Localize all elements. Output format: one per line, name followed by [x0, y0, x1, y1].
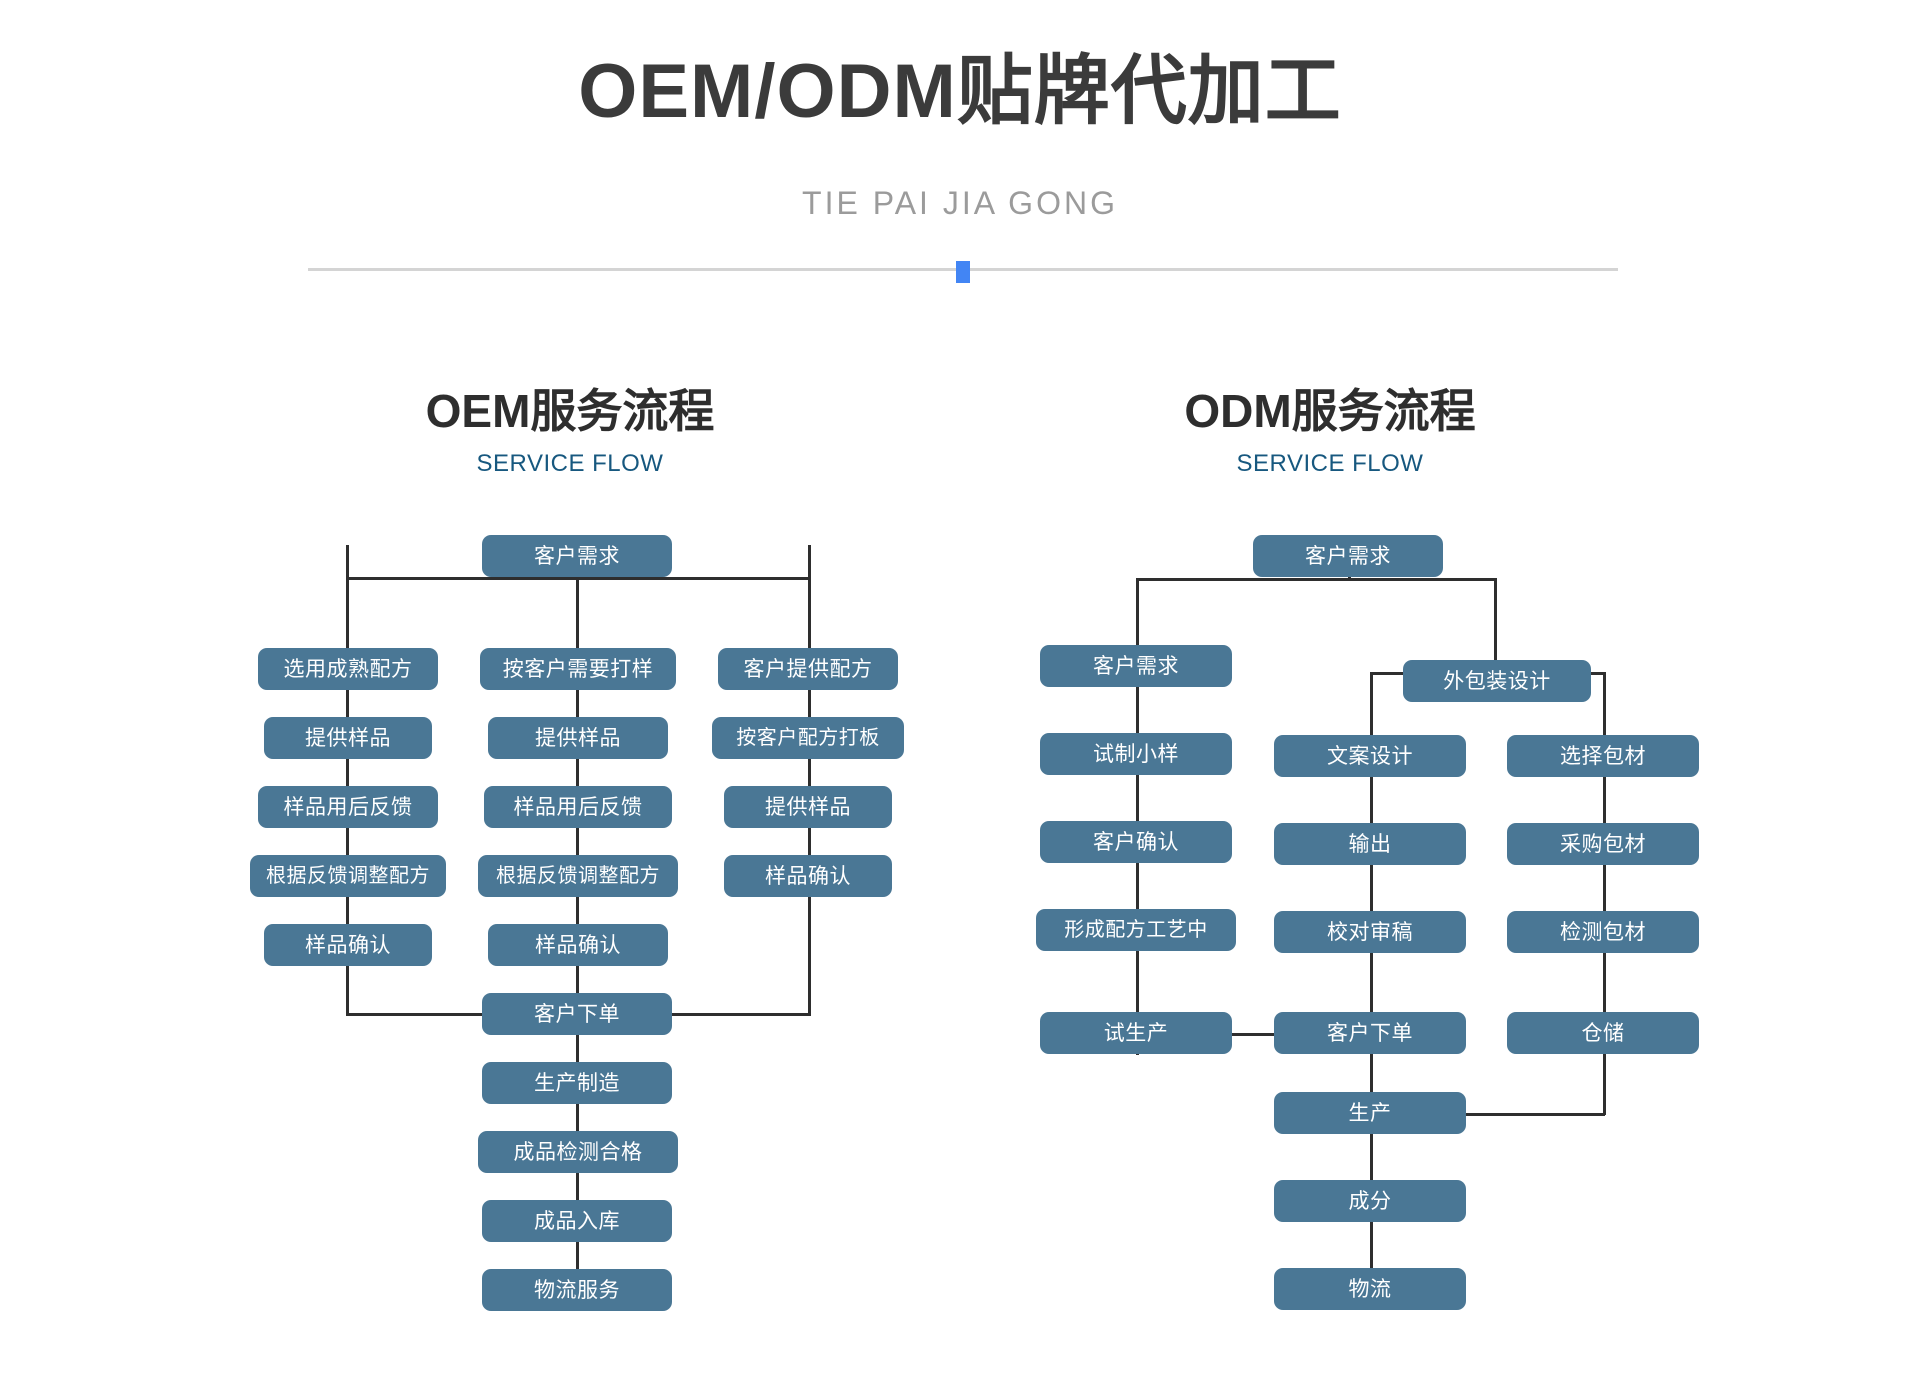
- odm-connector: [1494, 578, 1497, 668]
- odm-connector: [1603, 672, 1606, 747]
- oem-node-tail-0[interactable]: 生产制造: [482, 1062, 672, 1104]
- odm-connector: [1450, 1113, 1605, 1116]
- odm-node-root[interactable]: 客户需求: [1253, 535, 1443, 577]
- odm-node-tail-0[interactable]: 生产: [1274, 1092, 1466, 1134]
- oem-node-tail-3[interactable]: 物流服务: [482, 1269, 672, 1311]
- oem-node-left-4[interactable]: 样品确认: [264, 924, 432, 966]
- odm-node-left-0[interactable]: 客户需求: [1040, 645, 1232, 687]
- odm-node-center-0[interactable]: 文案设计: [1274, 735, 1466, 777]
- oem-node-left-0[interactable]: 选用成熟配方: [258, 648, 438, 690]
- odm-node-center-3[interactable]: 客户下单: [1274, 1012, 1466, 1054]
- odm-section-subtitle: SERVICE FLOW: [1236, 450, 1424, 477]
- oem-node-right-2[interactable]: 提供样品: [724, 786, 892, 828]
- oem-node-center-3[interactable]: 根据反馈调整配方: [478, 855, 678, 897]
- oem-section-subtitle: SERVICE FLOW: [476, 450, 664, 477]
- header-divider-marker: [956, 261, 970, 283]
- oem-node-root[interactable]: 客户需求: [482, 535, 672, 577]
- oem-flowchart: 客户需求 选用成熟配方 提供样品 样品用后反馈 根据反馈调整配方 样品确认 按客…: [250, 535, 904, 1311]
- oem-node-merge[interactable]: 客户下单: [482, 993, 672, 1035]
- oem-node-center-1[interactable]: 提供样品: [488, 717, 668, 759]
- odm-connector: [1136, 578, 1496, 581]
- oem-node-right-1[interactable]: 按客户配方打板: [712, 717, 904, 759]
- oem-node-right-0[interactable]: 客户提供配方: [718, 648, 898, 690]
- odm-node-left-3[interactable]: 形成配方工艺中: [1036, 909, 1236, 951]
- odm-node-left-1[interactable]: 试制小样: [1040, 733, 1232, 775]
- odm-node-right-1[interactable]: 采购包材: [1507, 823, 1699, 865]
- odm-node-tail-2[interactable]: 物流: [1274, 1268, 1466, 1310]
- odm-connector: [1370, 730, 1373, 1290]
- oem-connector: [346, 545, 349, 1015]
- oem-node-left-3[interactable]: 根据反馈调整配方: [250, 855, 446, 897]
- oem-node-left-2[interactable]: 样品用后反馈: [258, 786, 438, 828]
- page-title: OEM/ODM贴牌代加工: [578, 49, 1342, 134]
- oem-node-center-2[interactable]: 样品用后反馈: [484, 786, 672, 828]
- odm-node-left-2[interactable]: 客户确认: [1040, 821, 1232, 863]
- oem-connector: [808, 545, 811, 1015]
- oem-node-center-0[interactable]: 按客户需要打样: [480, 648, 676, 690]
- odm-section-title: ODM服务流程: [1184, 385, 1476, 437]
- page-subtitle: TIE PAI JIA GONG: [802, 185, 1118, 221]
- oem-node-left-1[interactable]: 提供样品: [264, 717, 432, 759]
- odm-node-packaging-root[interactable]: 外包装设计: [1403, 660, 1591, 702]
- odm-node-center-2[interactable]: 校对审稿: [1274, 911, 1466, 953]
- odm-node-center-1[interactable]: 输出: [1274, 823, 1466, 865]
- odm-node-right-3[interactable]: 仓储: [1507, 1012, 1699, 1054]
- oem-section-title: OEM服务流程: [425, 385, 715, 437]
- oem-node-right-3[interactable]: 样品确认: [724, 855, 892, 897]
- odm-node-right-2[interactable]: 检测包材: [1507, 911, 1699, 953]
- odm-node-right-0[interactable]: 选择包材: [1507, 735, 1699, 777]
- oem-node-tail-1[interactable]: 成品检测合格: [478, 1131, 678, 1173]
- oem-node-center-4[interactable]: 样品确认: [488, 924, 668, 966]
- odm-connector: [1218, 1033, 1308, 1036]
- odm-node-left-4[interactable]: 试生产: [1040, 1012, 1232, 1054]
- odm-node-tail-1[interactable]: 成分: [1274, 1180, 1466, 1222]
- odm-connector: [1370, 672, 1373, 747]
- odm-connector: [1136, 578, 1139, 668]
- oem-node-tail-2[interactable]: 成品入库: [482, 1200, 672, 1242]
